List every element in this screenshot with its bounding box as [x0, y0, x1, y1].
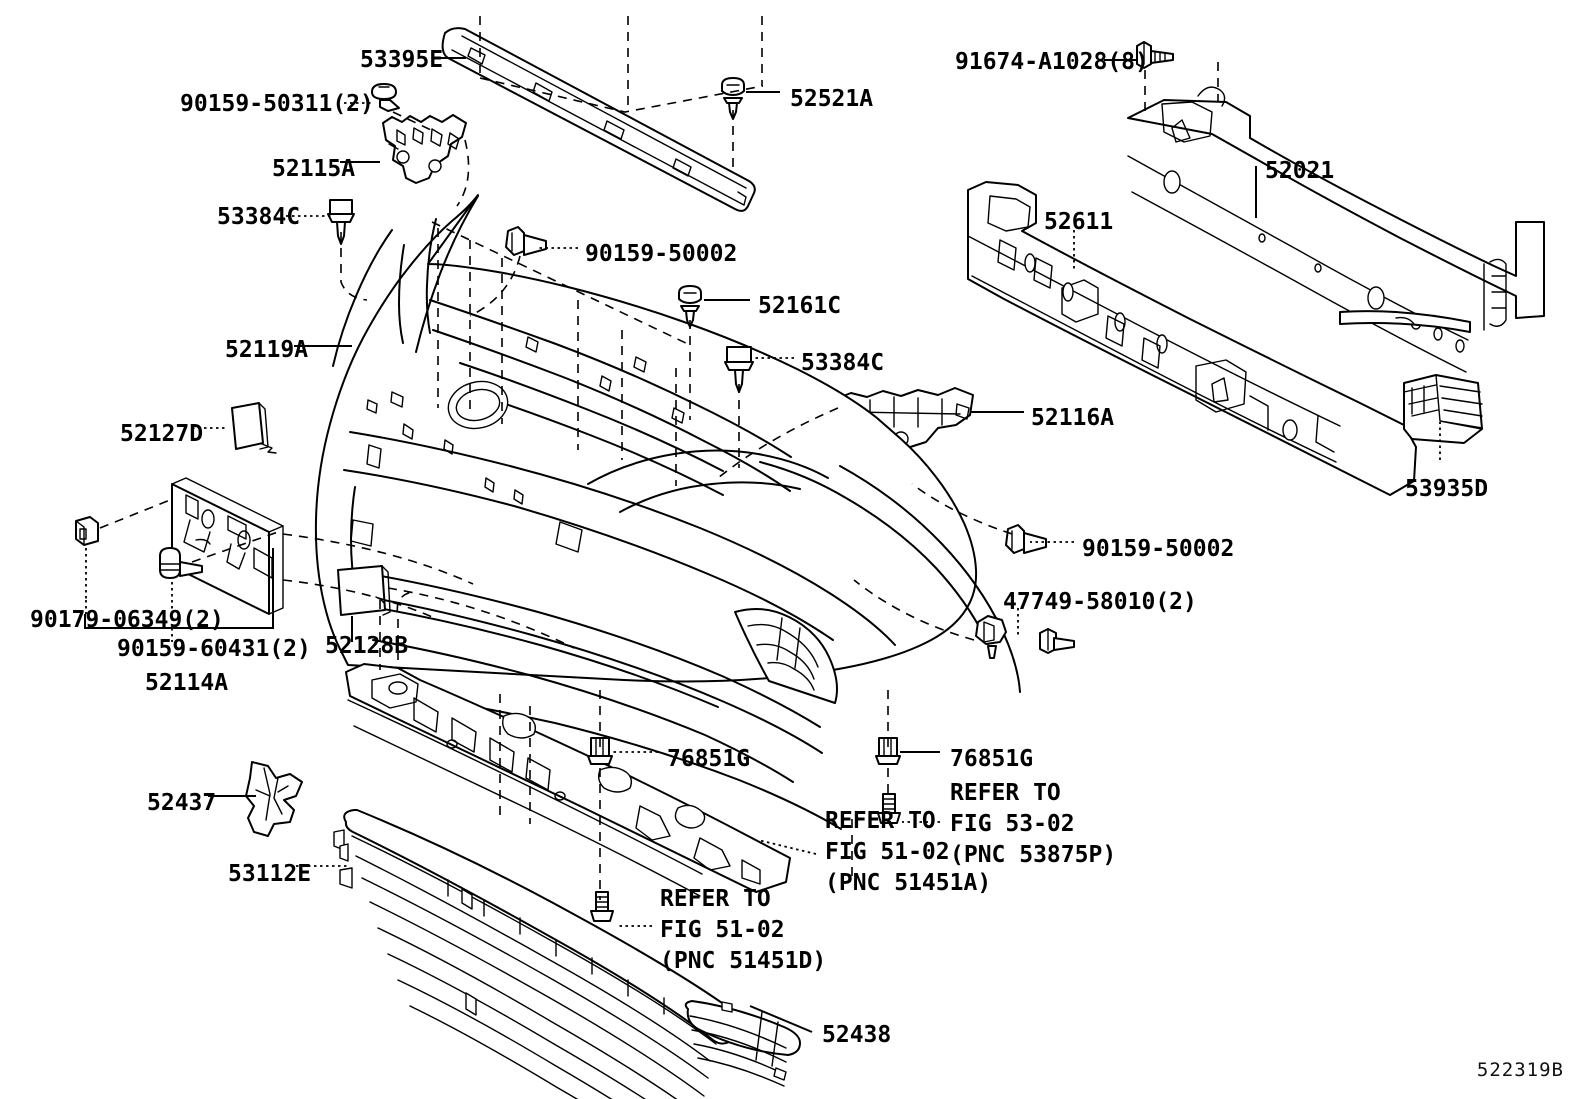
part-label-90159-50311-2: 90159-50311(2)	[180, 91, 374, 117]
fastener-90159-50002-top	[505, 226, 547, 256]
part-label-52611: 52611	[1044, 209, 1114, 235]
part-52114A-plate-bracket	[171, 477, 284, 615]
part-label-90159-50002-mid: 90159-50002	[1082, 536, 1235, 562]
leader-lines	[84, 57, 1441, 1033]
part-52127D-cover-cap	[231, 402, 277, 454]
refer-block-refer-51-02-a: REFER TO FIG 51-02 (PNC 51451A)	[825, 806, 991, 899]
part-label-52521a: 52521A	[790, 86, 874, 112]
part-label-52127d: 52127D	[120, 421, 204, 447]
part-label-53395e: 53395E	[360, 47, 444, 73]
part-label-52114a: 52114A	[145, 670, 229, 696]
part-52611-absorber	[967, 181, 1417, 496]
refer-line: (PNC 53875P)	[950, 842, 1117, 868]
part-label-52128b: 52128B	[325, 633, 409, 659]
part-label-53384c-top: 53384C	[217, 204, 301, 230]
refer-line: FIG 51-02	[660, 917, 785, 943]
part-label-47749-58010-2: 47749-58010(2)	[1003, 589, 1197, 615]
part-label-52119a: 52119A	[225, 337, 309, 363]
part-label-76851g-left: 76851G	[667, 746, 751, 772]
part-52128B-hole-cover	[337, 565, 391, 616]
part-splash-shield-51451A	[345, 663, 791, 897]
part-label-52437: 52437	[147, 790, 217, 816]
part-label-53112e: 53112E	[228, 861, 312, 887]
part-label-52115a: 52115A	[272, 156, 356, 182]
part-label-53935d: 53935D	[1405, 476, 1489, 502]
refer-line: FIG 51-02	[825, 839, 950, 865]
refer-line: REFER TO	[660, 886, 771, 912]
fastener-refer-51-02-screw	[590, 891, 614, 922]
part-label-52021: 52021	[1265, 158, 1335, 184]
refer-line: (PNC 51451A)	[825, 870, 992, 896]
fastener-90159-50311	[371, 83, 400, 112]
fastener-76851G-right	[875, 737, 901, 765]
assembly-guide-lines	[99, 16, 1219, 900]
fastener-90179-06349	[75, 516, 99, 546]
fastener-90159-50002-mid	[1005, 524, 1047, 554]
part-label-90159-50002-top: 90159-50002	[585, 241, 738, 267]
refer-line: (PNC 51451D)	[660, 948, 827, 974]
part-52119A-bumper-cover	[314, 194, 1021, 830]
part-52437-side-seal	[245, 761, 303, 837]
fastener-53384C-top	[327, 199, 355, 245]
fastener-53384C-mid	[724, 346, 754, 393]
part-52438-fog-cover	[684, 1000, 801, 1087]
part-label-52438: 52438	[822, 1022, 892, 1048]
part-label-52161c: 52161C	[758, 293, 842, 319]
fastener-47749-58010	[975, 615, 1007, 659]
part-52115A-retainer	[382, 114, 467, 184]
part-label-90159-60431-2: 90159-60431(2)	[117, 636, 311, 662]
part-53112E-grille	[333, 809, 748, 1099]
part-label-90179-06349-2: 90179-06349(2)	[30, 607, 224, 633]
part-label-76851g-right: 76851G	[950, 746, 1034, 772]
diagram-id: 522319B	[1476, 1059, 1564, 1081]
part-53935D-spacer	[1403, 374, 1483, 444]
part-label-52116a: 52116A	[1031, 405, 1115, 431]
part-52021-reinforcement	[1127, 86, 1545, 373]
part-label-91674-a1028-8: 91674-A1028(8)	[955, 49, 1149, 75]
fastener-90159-60431	[159, 547, 203, 579]
refer-block-refer-53-02: REFER TO FIG 53-02 (PNC 53875P)	[950, 778, 1116, 871]
refer-line: REFER TO	[950, 780, 1061, 806]
refer-line: FIG 53-02	[950, 811, 1075, 837]
refer-line: REFER TO	[825, 808, 936, 834]
part-53395E-moulding	[441, 27, 756, 212]
part-label-53384c-mid: 53384C	[801, 350, 885, 376]
refer-block-refer-51-02-d: REFER TO FIG 51-02 (PNC 51451D)	[660, 884, 826, 977]
fastener-47749-screw	[1039, 628, 1075, 654]
